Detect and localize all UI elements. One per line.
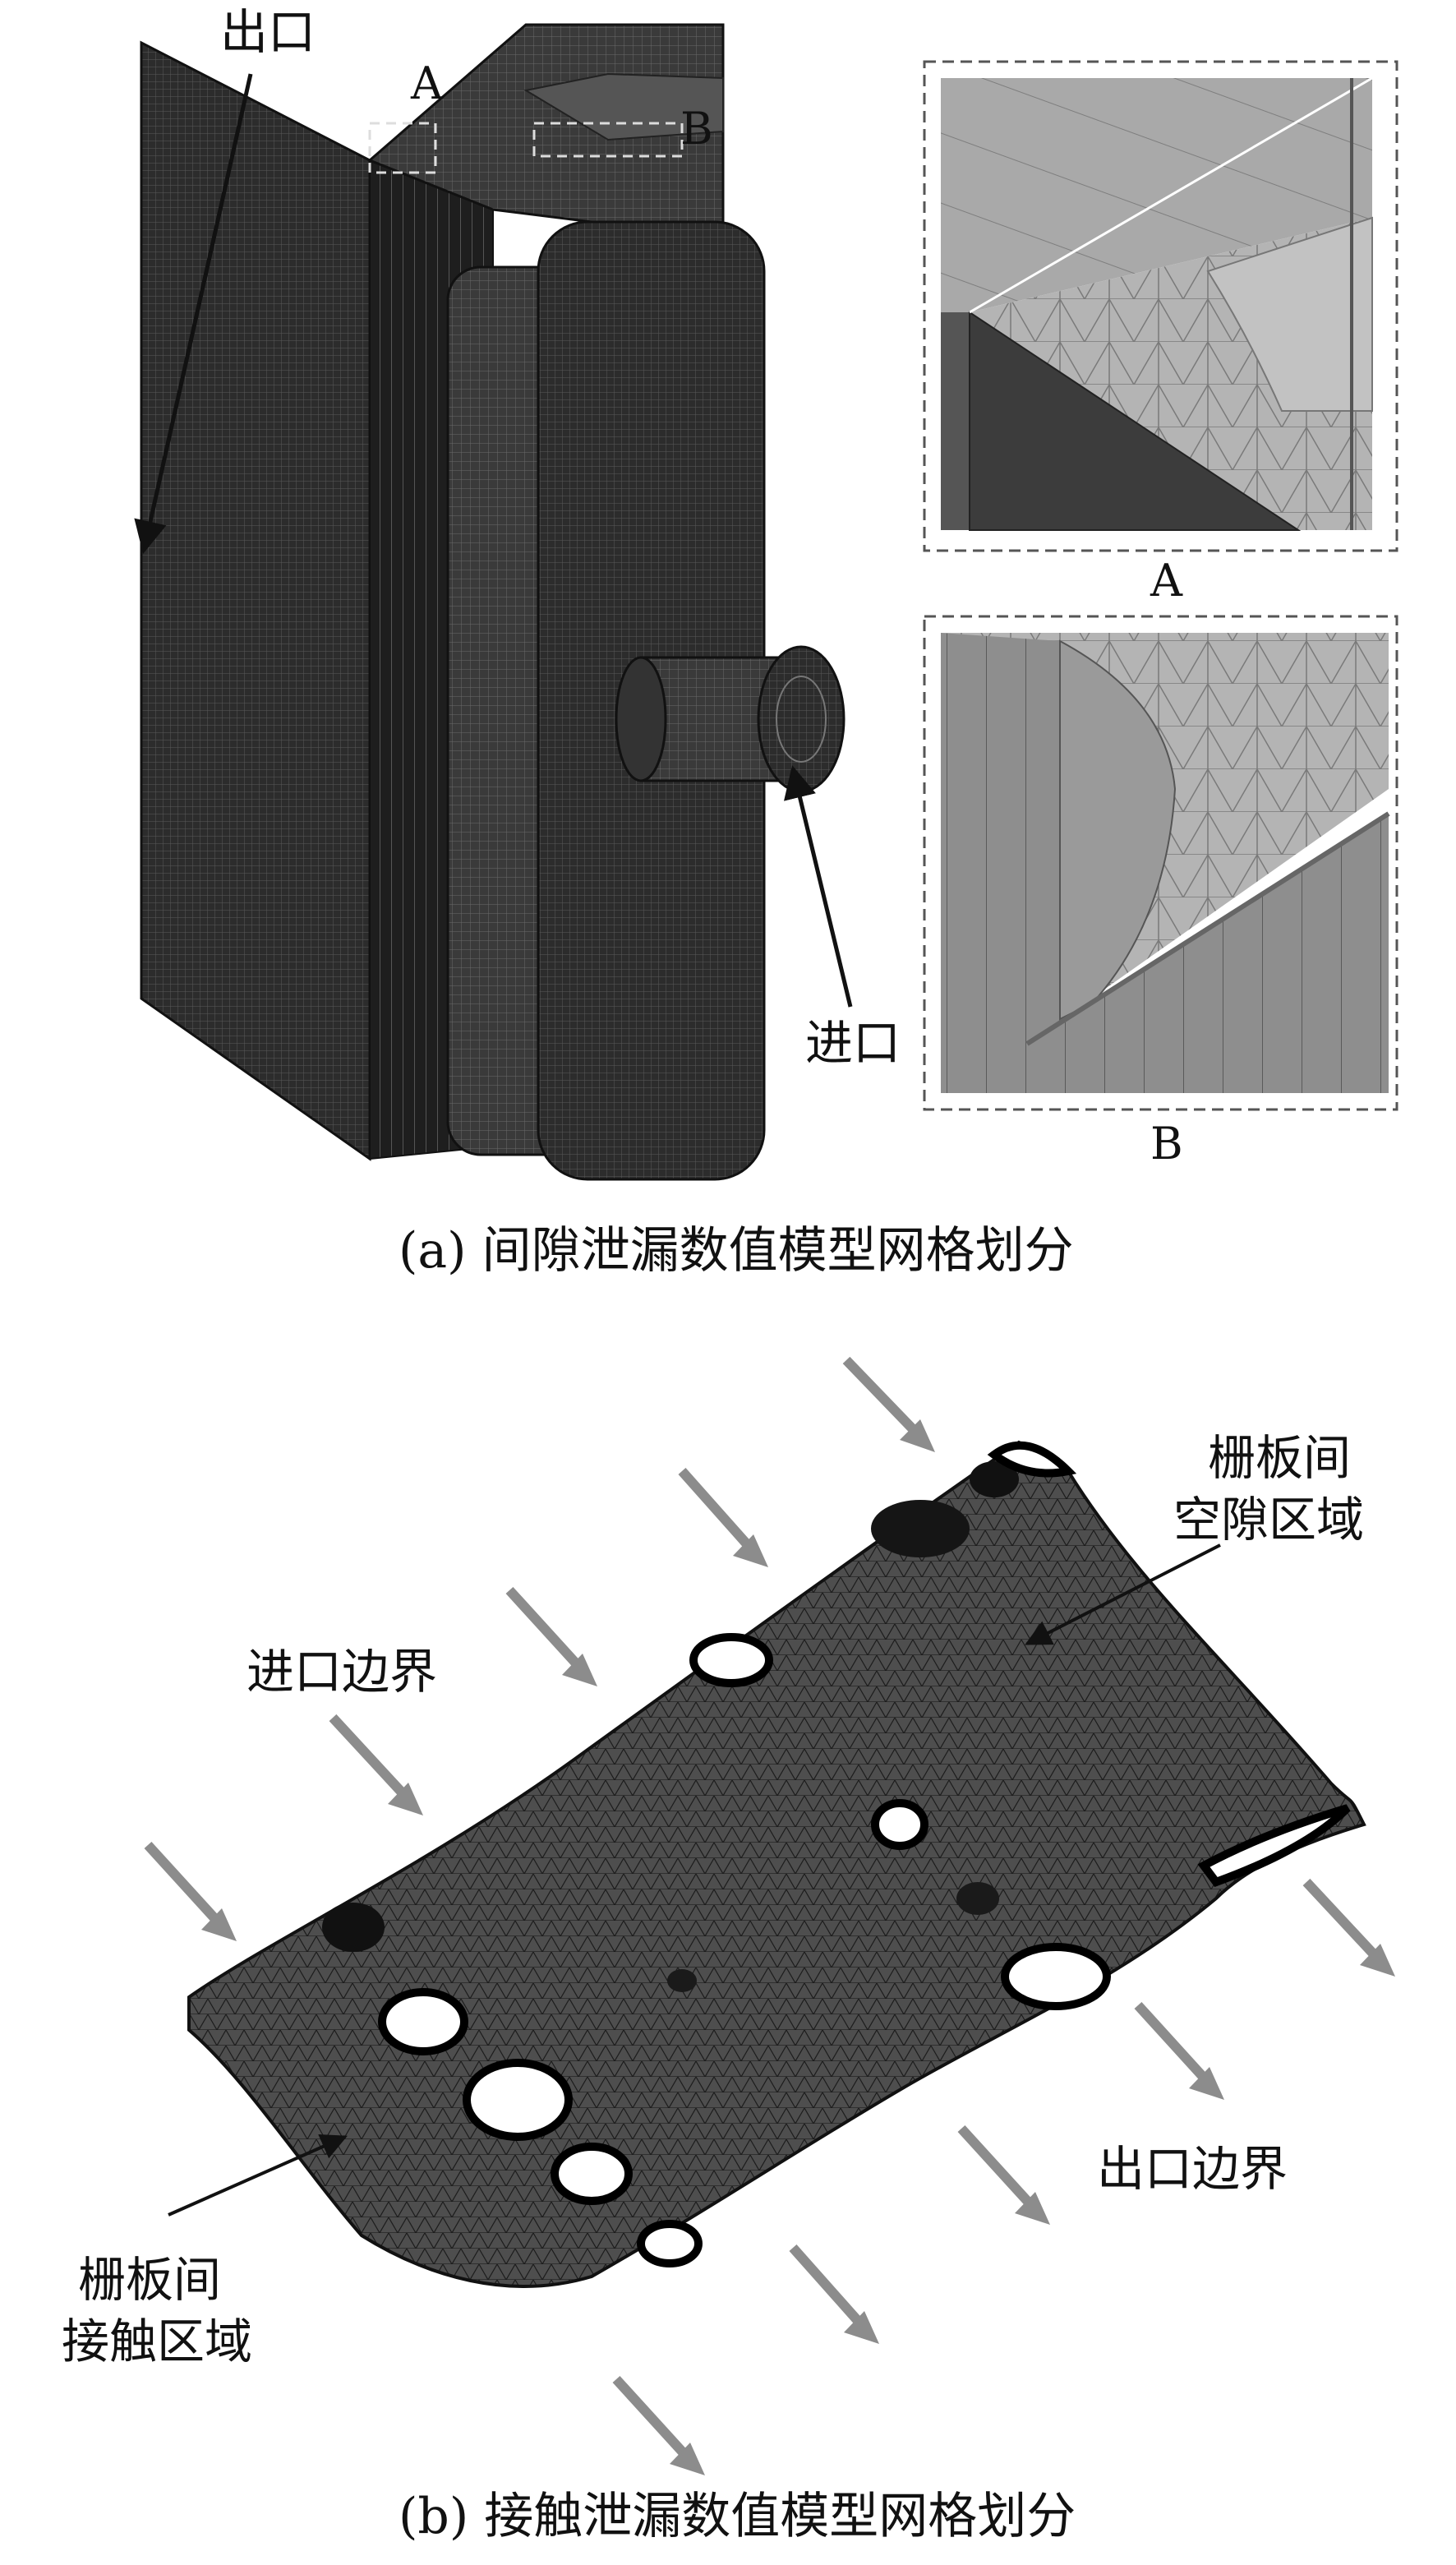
inlet-flow-arrow xyxy=(505,1586,597,1686)
inlet-flow-arrow xyxy=(329,1714,423,1815)
gap-region-label-line1: 栅板间 xyxy=(1208,1430,1352,1486)
caption-a: (a) 间隙泄漏数值模型网格划分 xyxy=(399,1222,1074,1280)
outlet-flow-arrow xyxy=(957,2124,1050,2225)
inlet-flow-arrows xyxy=(144,1356,935,1941)
inset-a xyxy=(923,60,1398,552)
outlet-label: 出口 xyxy=(220,4,316,60)
outlet-flow-arrow xyxy=(789,2244,879,2344)
outlet-flow-arrow xyxy=(1302,1878,1395,1977)
outlet-flow-arrows xyxy=(612,1878,1395,2475)
contact-region-label-line1: 栅板间 xyxy=(78,2252,222,2308)
panel-a-model xyxy=(134,23,853,1181)
caption-b: (b) 接触泄漏数值模型网格划分 xyxy=(399,2488,1076,2545)
inlet-flow-arrow xyxy=(144,1841,237,1941)
inset-b-label: B xyxy=(1150,1118,1183,1169)
inset-a-label: A xyxy=(1150,555,1182,607)
detail-box-b xyxy=(532,122,684,158)
inlet-cylinder xyxy=(615,645,845,793)
mesh-holes xyxy=(378,1441,1351,2267)
panel-b-model xyxy=(168,1440,1366,2288)
inset-b xyxy=(923,615,1398,1111)
detail-marker-a: A xyxy=(411,58,443,109)
outlet-plate xyxy=(140,40,371,1161)
contact-region-label-line2: 接触区域 xyxy=(62,2314,253,2369)
outlet-boundary-label: 出口边界 xyxy=(1097,2141,1288,2197)
detail-box-a xyxy=(368,122,437,174)
inlet-flow-arrow xyxy=(842,1356,935,1452)
outlet-arrow xyxy=(134,73,253,554)
outlet-flow-arrow xyxy=(612,2375,705,2475)
gap-region-arrow xyxy=(1025,1543,1221,1645)
inlet-arrow xyxy=(784,765,853,1008)
inlet-label: 进口 xyxy=(805,1015,901,1071)
detail-marker-b: B xyxy=(680,103,713,155)
inlet-boundary-label: 进口边界 xyxy=(247,1644,438,1700)
contact-region-arrow xyxy=(168,2134,348,2217)
inlet-flow-arrow xyxy=(678,1468,768,1567)
outlet-flow-arrow xyxy=(1134,2001,1224,2100)
gap-region-label-line2: 空隙区域 xyxy=(1173,1492,1365,1548)
